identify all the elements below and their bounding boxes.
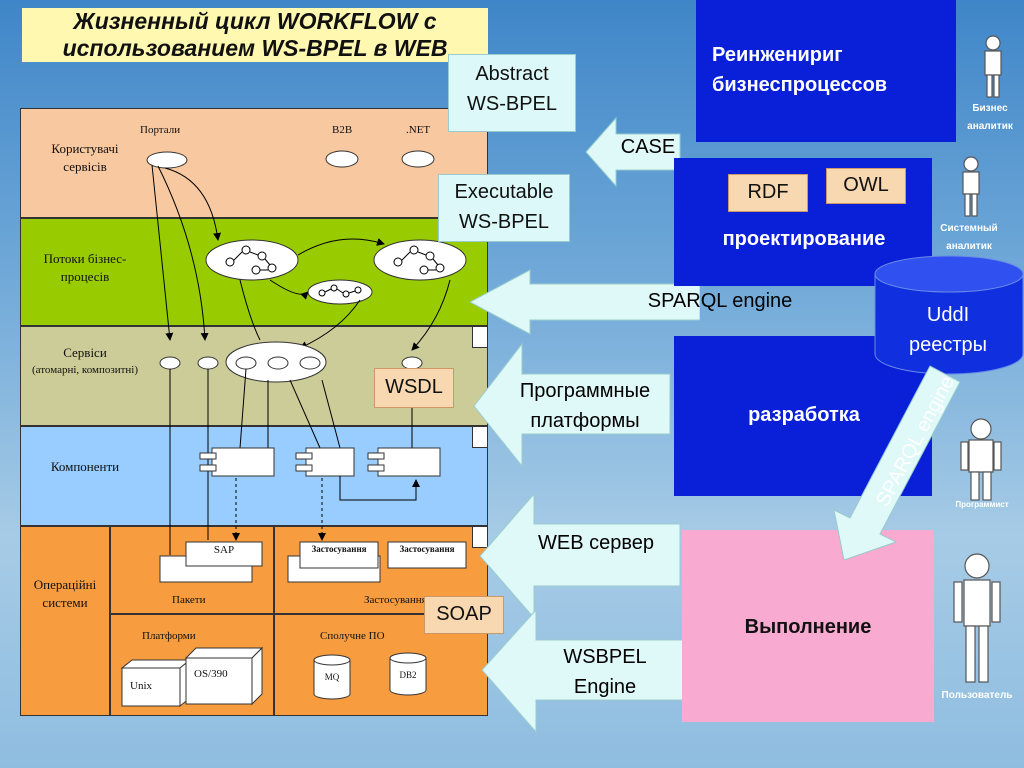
user-services-label: Користувачі сервісів bbox=[51, 141, 119, 174]
app1-label: Застосування bbox=[311, 544, 367, 554]
business-analyst-label: Бизнес аналитик bbox=[967, 103, 1013, 132]
rdf-tag: RDF bbox=[728, 174, 808, 212]
business-flows-label: Потоки бізнес-процесів bbox=[43, 251, 127, 284]
portals-label: Портали bbox=[140, 124, 181, 136]
reengineering-label: Реинженириг бизнеспроцессов bbox=[712, 44, 888, 96]
net-label: .NET bbox=[406, 124, 431, 136]
middleware-label: Сполучне ПО bbox=[320, 630, 385, 642]
os-label-box bbox=[20, 526, 110, 716]
uddi-cylinder bbox=[874, 255, 1024, 375]
packages-label: Пакети bbox=[172, 594, 206, 606]
abstract-wsbpel-card: Abstract WS-BPEL bbox=[448, 54, 576, 132]
db2-label: DB2 bbox=[399, 670, 417, 680]
system-analyst-label: Системный аналитик bbox=[940, 223, 998, 252]
programmer-icon bbox=[960, 418, 1002, 501]
mq-label: MQ bbox=[324, 672, 340, 682]
workflow-diagram bbox=[120, 150, 467, 708]
platforms-label: Платформи bbox=[142, 630, 196, 642]
applications-label: Застосування bbox=[364, 594, 427, 606]
soap-tag: SOAP bbox=[424, 596, 504, 634]
edge-marker bbox=[472, 426, 488, 448]
development-label: разработка bbox=[748, 404, 860, 426]
system-analyst-icon bbox=[962, 156, 980, 217]
business-analyst-icon bbox=[984, 35, 1002, 98]
unix-label: Unix bbox=[130, 680, 152, 692]
prog-platforms-label: Программные платформы bbox=[519, 380, 651, 432]
executable-wsbpel-card: Executable WS-BPEL bbox=[438, 174, 570, 242]
reengineering-box bbox=[696, 0, 956, 142]
slide-title: Жизненный цикл WORKFLOW с использованием… bbox=[22, 8, 488, 62]
components-label: Компоненти bbox=[50, 459, 120, 474]
sparql-engine-label: SPARQL engine bbox=[647, 290, 793, 312]
os-label: Операційні системи bbox=[33, 577, 97, 610]
programmer-label: Программист bbox=[955, 500, 1009, 509]
os390-label: OS/390 bbox=[194, 668, 228, 680]
design-label: проектирование bbox=[722, 228, 886, 250]
execution-label: Выполнение bbox=[744, 616, 872, 638]
edge-marker bbox=[472, 326, 488, 348]
user-label: Пользователь bbox=[941, 690, 1013, 701]
edge-marker bbox=[472, 526, 488, 548]
uddi-label: UddI реестры bbox=[908, 304, 988, 356]
wsbpel-engine-label: WSBPEL Engine bbox=[563, 646, 647, 698]
case-label: CASE bbox=[620, 136, 676, 158]
b2b-label: B2B bbox=[332, 124, 353, 136]
sap-label: SAP bbox=[213, 544, 235, 556]
services-label: Сервіси bbox=[63, 345, 107, 360]
sparql-diagonal-arrow bbox=[833, 365, 961, 561]
services-sub-label: (атомарні, композитні) bbox=[32, 364, 138, 376]
owl-tag: OWL bbox=[826, 168, 906, 204]
wsdl-tag: WSDL bbox=[374, 368, 454, 408]
web-server-label: WEB сервер bbox=[537, 532, 654, 554]
execution-box bbox=[682, 530, 934, 722]
user-icon bbox=[953, 553, 1001, 683]
app2-label: Застосування bbox=[399, 544, 455, 554]
flow-arrows bbox=[470, 116, 700, 734]
